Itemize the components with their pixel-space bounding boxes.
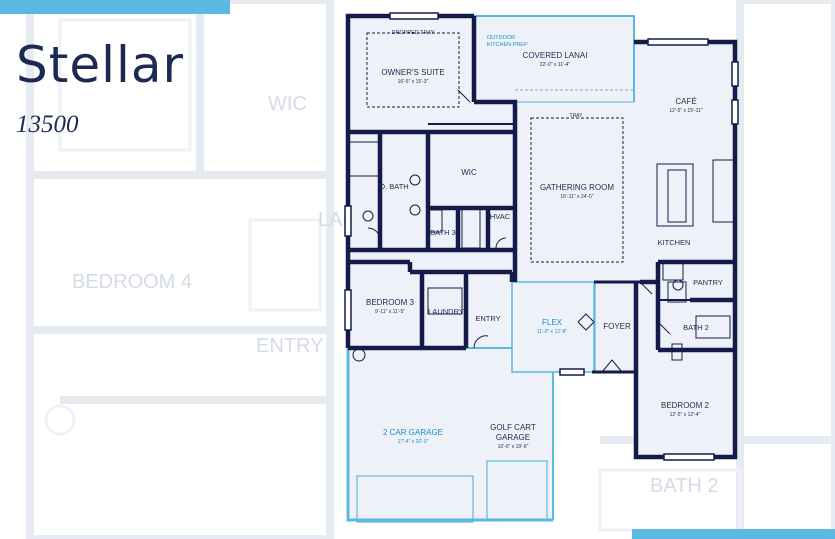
- label-dropped-tray: DROPPED TRAY: [392, 30, 435, 36]
- label-golf-cart-2: GARAGE: [496, 433, 530, 442]
- dims-bedroom-2: 12'-5" x 12'-4": [670, 412, 701, 418]
- label-golf-cart-1: GOLF CART: [490, 423, 536, 432]
- dims-golf-cart: 10'-0" x 19'-6": [498, 444, 529, 450]
- label-two-car-garage: 2 CAR GARAGE: [383, 428, 443, 437]
- label-o-bath: O. BATH: [379, 182, 408, 191]
- dims-gathering-room: 16'-11" x 24'-5": [560, 194, 593, 200]
- accent-bar-bottom: [632, 529, 835, 539]
- dims-owners-suite: 16'-5" x 15'-3": [398, 79, 429, 85]
- dims-covered-lanai: 22'-0" x 11'-4": [540, 62, 571, 68]
- label-bedroom-2: BEDROOM 2: [661, 401, 710, 410]
- label-hvac: HVAC: [490, 212, 511, 221]
- label-kitchen: KITCHEN: [658, 238, 691, 247]
- accent-bar-top: [0, 0, 230, 14]
- bg-label-bedroom-4: BEDROOM 4: [72, 271, 192, 293]
- bg-label-wic: WIC: [268, 93, 307, 115]
- label-entry: ENTRY: [475, 314, 500, 323]
- label-outdoor-kitchen-1: OUTDOOR: [487, 35, 515, 41]
- dims-two-car-garage: 17'-4" x 20'-0": [398, 439, 429, 445]
- label-bedroom-3: BEDROOM 3: [366, 298, 415, 307]
- label-bath-2: BATH 2: [683, 323, 709, 332]
- dims-flex: 11'-0" x 12'-8": [537, 329, 568, 335]
- label-outdoor-kitchen-2: KITCHEN PREP: [487, 42, 528, 48]
- label-wic: WIC: [461, 168, 477, 177]
- bg-label-bath-2: BATH 2: [650, 475, 719, 497]
- plan-title: Stellar: [16, 36, 185, 94]
- dims-cafe: 12'-5" x 15'-11": [669, 108, 702, 114]
- bg-label-entry: ENTRY: [256, 335, 323, 357]
- label-owners-suite: OWNER'S SUITE: [381, 68, 444, 77]
- dims-bedroom-3: 9'-11" x 11'-5": [375, 309, 405, 315]
- label-bath-3: BATH 3: [430, 228, 456, 237]
- label-gathering-room: GATHERING ROOM: [540, 183, 614, 192]
- plan-model-number: 13500: [16, 111, 79, 138]
- label-covered-lanai: COVERED LANAI: [523, 51, 588, 60]
- label-flex: FLEX: [542, 318, 563, 327]
- label-tray: TRAY: [570, 113, 584, 119]
- label-foyer: FOYER: [603, 322, 631, 331]
- label-pantry: PANTRY: [693, 278, 723, 287]
- label-cafe: CAFÉ: [675, 97, 696, 106]
- label-laundry: LAUNDRY: [428, 307, 464, 316]
